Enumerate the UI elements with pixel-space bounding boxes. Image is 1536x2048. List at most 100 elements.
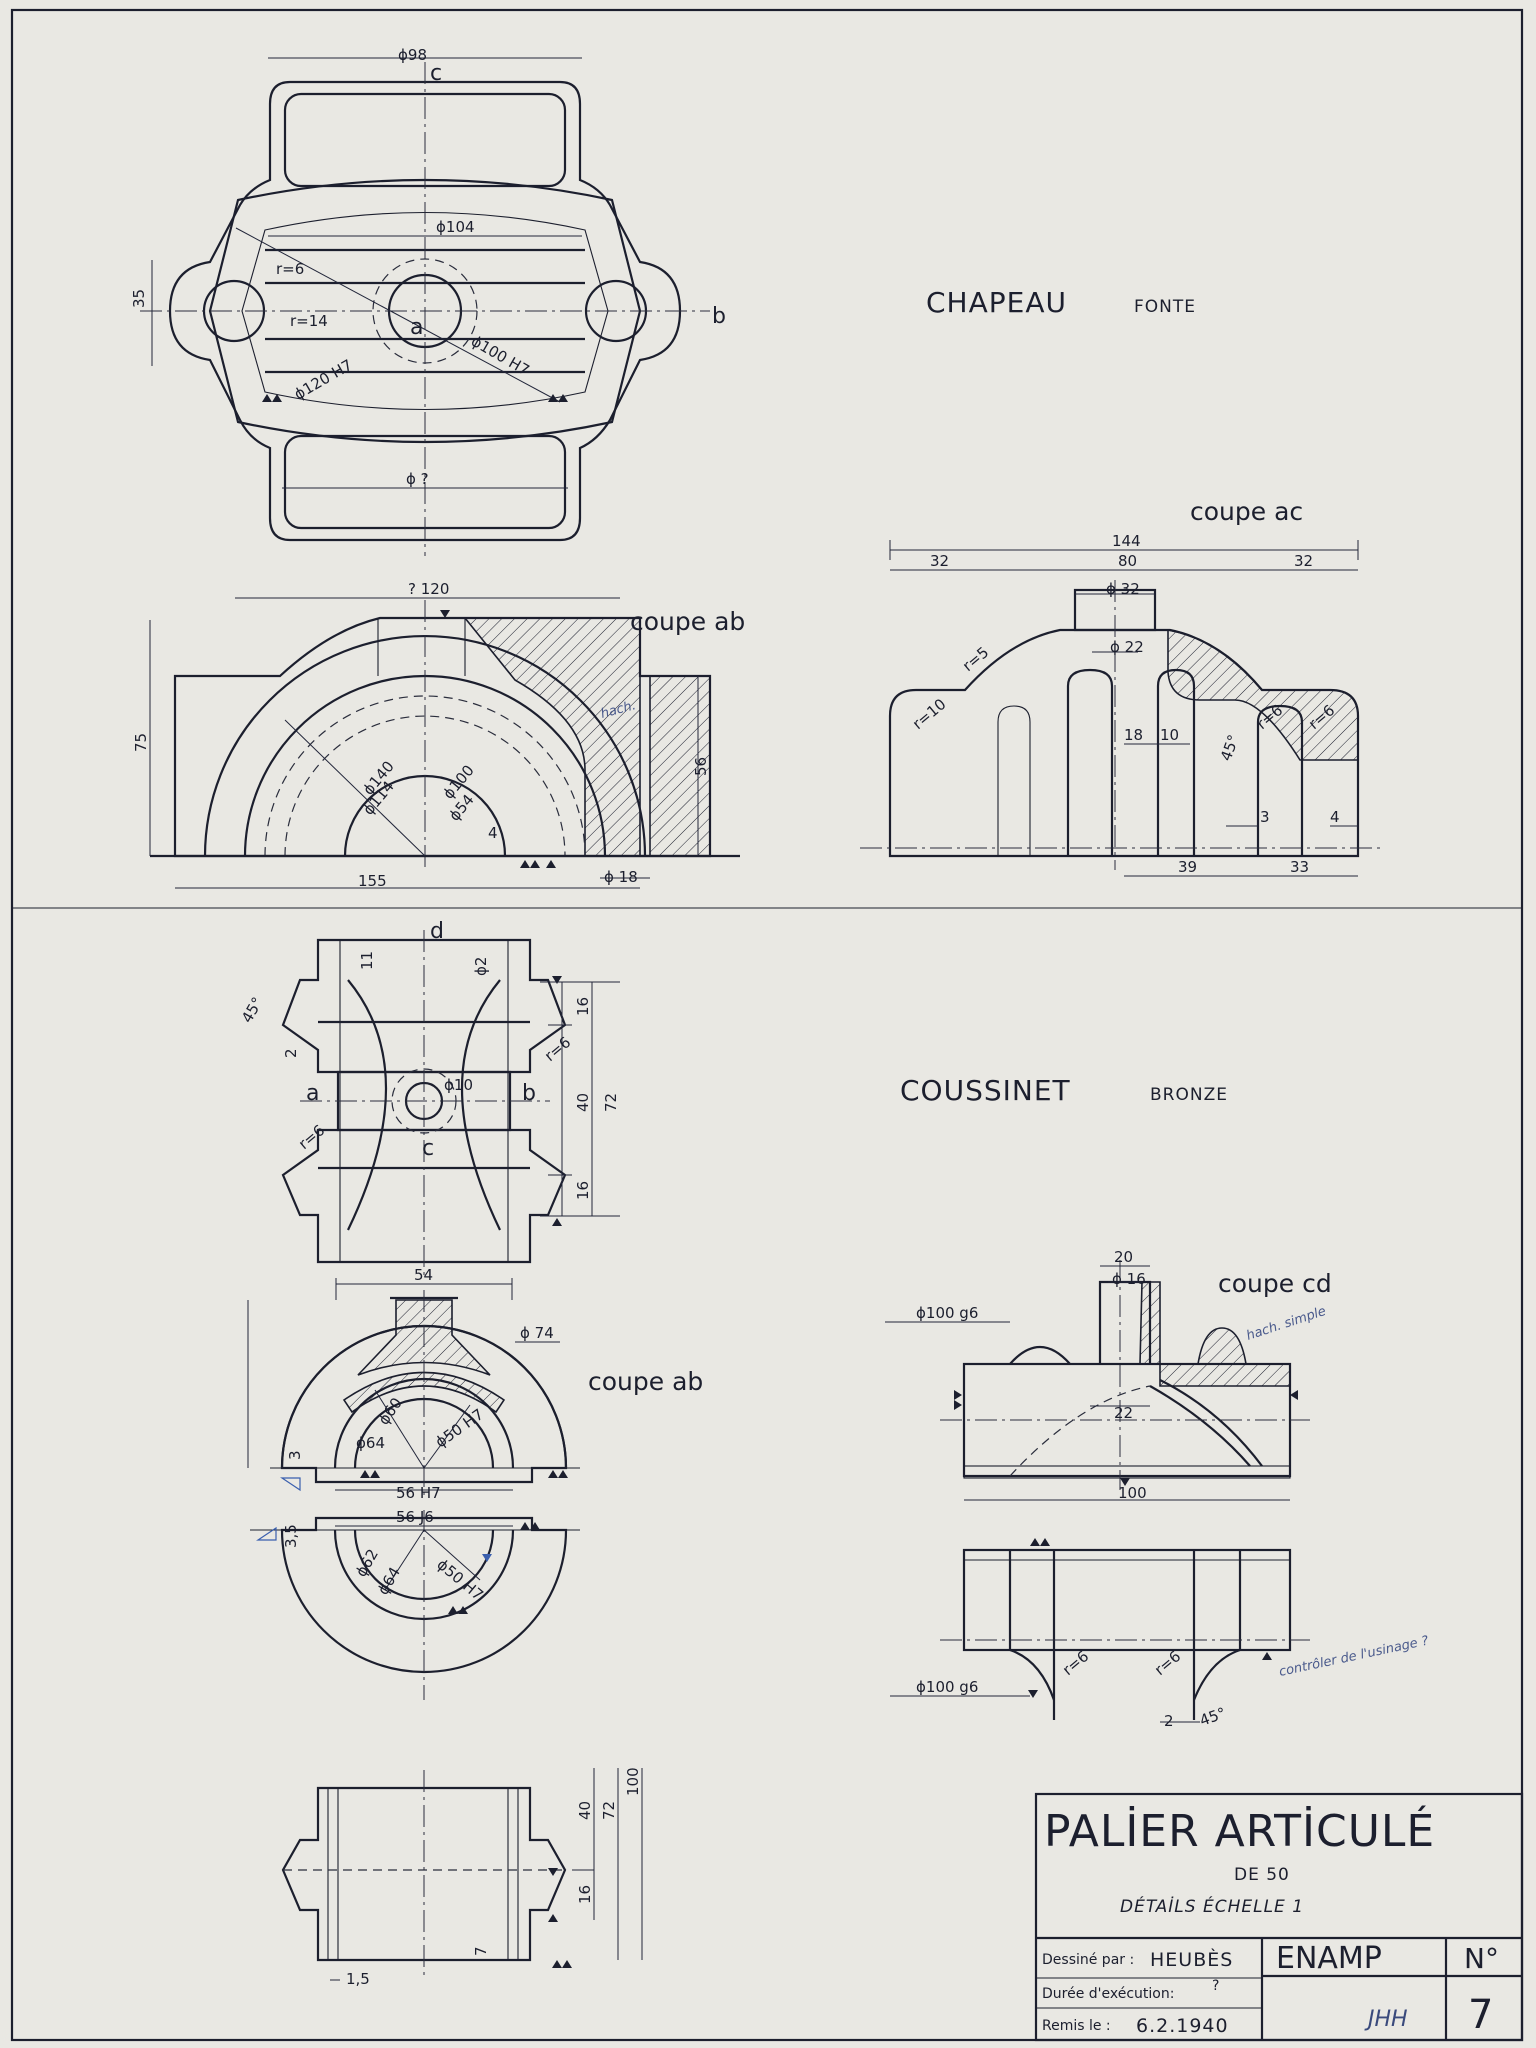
dim-label: 4 [488, 824, 498, 842]
dim-label: ϕ64 [356, 1434, 385, 1452]
dim-label: ϕ50 H7 [432, 1405, 487, 1451]
dim-label: 22 [1114, 1404, 1133, 1422]
dim-label: 40 [574, 1093, 592, 1112]
dim-label: 2 [282, 1048, 300, 1058]
dim-label: 39 [1178, 858, 1197, 876]
part-name-coussinet: COUSSINET [900, 1074, 1071, 1107]
dim-label: r=6 [1151, 1647, 1184, 1679]
section-label: coupe ab [588, 1367, 703, 1396]
section-label: coupe ab [630, 607, 745, 636]
dim-label: 16 [576, 1885, 594, 1904]
drawing-subtitle: DE 50 [1234, 1865, 1290, 1885]
dim-label: 144 [1112, 532, 1141, 550]
dim-label: ϕ98 [398, 46, 427, 64]
dim-label: ϕ10 [444, 1076, 473, 1094]
dim-label: ϕ 74 [520, 1324, 554, 1342]
dim-label: 10 [1160, 726, 1179, 744]
chapeau-top-view [140, 57, 710, 556]
dim-label: 155 [358, 872, 387, 890]
dim-label: 33 [1290, 858, 1309, 876]
view-letter: c [430, 61, 442, 86]
dim-label: r=14 [290, 312, 328, 330]
title-block [1034, 1792, 1524, 2042]
dim-label: 75 [132, 733, 150, 752]
dim-label: r=10 [909, 695, 950, 733]
dim-label: 100 [624, 1767, 642, 1796]
view-letter: c [422, 1136, 434, 1161]
dim-label: ? 120 [408, 580, 449, 598]
section-label: coupe ac [1190, 497, 1303, 526]
signature: JHH [1364, 2007, 1408, 2032]
dim-label: 100 [1118, 1484, 1147, 1502]
dim-label: 32 [930, 552, 949, 570]
date-value: 6.2.1940 [1136, 2015, 1229, 2037]
dim-label: 20 [1114, 1248, 1133, 1266]
dim-label: 56 [692, 757, 710, 776]
view-letter: b [712, 304, 726, 329]
view-letter: a [410, 315, 423, 340]
dim-label: ϕ 32 [1106, 580, 1140, 598]
view-letter: b [522, 1081, 536, 1106]
view-letter: d [430, 919, 444, 944]
coussinet-section-ab [247, 1278, 580, 1700]
dim-label: 54 [414, 1266, 433, 1284]
drawn-by-value: HEUBÈS [1150, 1948, 1233, 1971]
dim-label: 45° [1217, 732, 1243, 763]
dim-label: r=6 [295, 1121, 328, 1153]
dim-label: ϕ104 [436, 218, 475, 236]
view-letter: a [306, 1081, 319, 1106]
dim-label: 16 [574, 1181, 592, 1200]
dim-label: 45° [238, 994, 267, 1026]
dim-label: 2 [1164, 1712, 1174, 1730]
school-name: ENAMP [1276, 1941, 1382, 1976]
dim-label: ϕ ? [406, 470, 429, 488]
part-material-coussinet: BRONZE [1150, 1085, 1228, 1105]
dim-label: 3,5 [282, 1524, 300, 1548]
dim-label: 35 [130, 289, 148, 308]
dim-label: 16 [574, 997, 592, 1016]
dim-label: ϕ100 g6 [916, 1678, 978, 1696]
dim-label: 72 [602, 1093, 620, 1112]
drawing-title: PALİER ARTİCULÉ [1044, 1804, 1435, 1857]
number-label: N° [1464, 1942, 1499, 1975]
chapeau-section-ab [149, 597, 740, 889]
sheet-number: 7 [1468, 1992, 1493, 2038]
drawing-scale: DÉTAİLS ÉCHELLE 1 [1120, 1895, 1304, 1917]
dim-label: ϕ64 [374, 1564, 404, 1598]
duration-label: Durée d'exécution: [1042, 1986, 1174, 2002]
pencil-note: hach. simple [1245, 1304, 1328, 1344]
section-label: coupe cd [1218, 1269, 1332, 1298]
part-material-chapeau: FONTE [1134, 297, 1196, 317]
dim-label: 56 J6 [396, 1508, 434, 1526]
dim-label: ϕ 16 [1112, 1270, 1146, 1288]
coussinet-front-view [281, 930, 620, 1275]
chapeau-section-ac [860, 540, 1380, 877]
dim-label: 45° [1197, 1704, 1228, 1730]
part-name-chapeau: CHAPEAU [926, 286, 1067, 319]
dim-label: 3 [1260, 808, 1270, 826]
dim-label: r=6 [276, 260, 304, 278]
dim-label: ϕ 18 [604, 868, 638, 886]
dim-label: r=5 [959, 643, 992, 675]
dim-label: 40 [576, 1801, 594, 1820]
dim-label: 80 [1118, 552, 1137, 570]
dim-label: ϕ62 [352, 1546, 382, 1580]
dim-label: 32 [1294, 552, 1313, 570]
coussinet-section-cd [885, 1260, 1310, 1723]
dim-label: 11 [358, 951, 376, 970]
dim-label: 72 [600, 1801, 618, 1820]
dim-label: 1,5 [346, 1970, 370, 1988]
coussinet-side-view [281, 1768, 643, 1981]
dim-label: ϕ60 [375, 1394, 406, 1428]
dim-label: 4 [1330, 808, 1340, 826]
dim-label: 18 [1124, 726, 1143, 744]
dim-label: r=6 [1059, 1647, 1092, 1679]
delivered-label: Remis le : [1042, 2018, 1111, 2034]
sheet-border [10, 8, 1524, 2042]
duration-value: ? [1212, 1978, 1219, 1994]
drawn-by-label: Dessiné par : [1042, 1952, 1134, 1968]
dim-label: 56 H7 [396, 1484, 441, 1502]
dim-label: 7 [472, 1946, 490, 1956]
